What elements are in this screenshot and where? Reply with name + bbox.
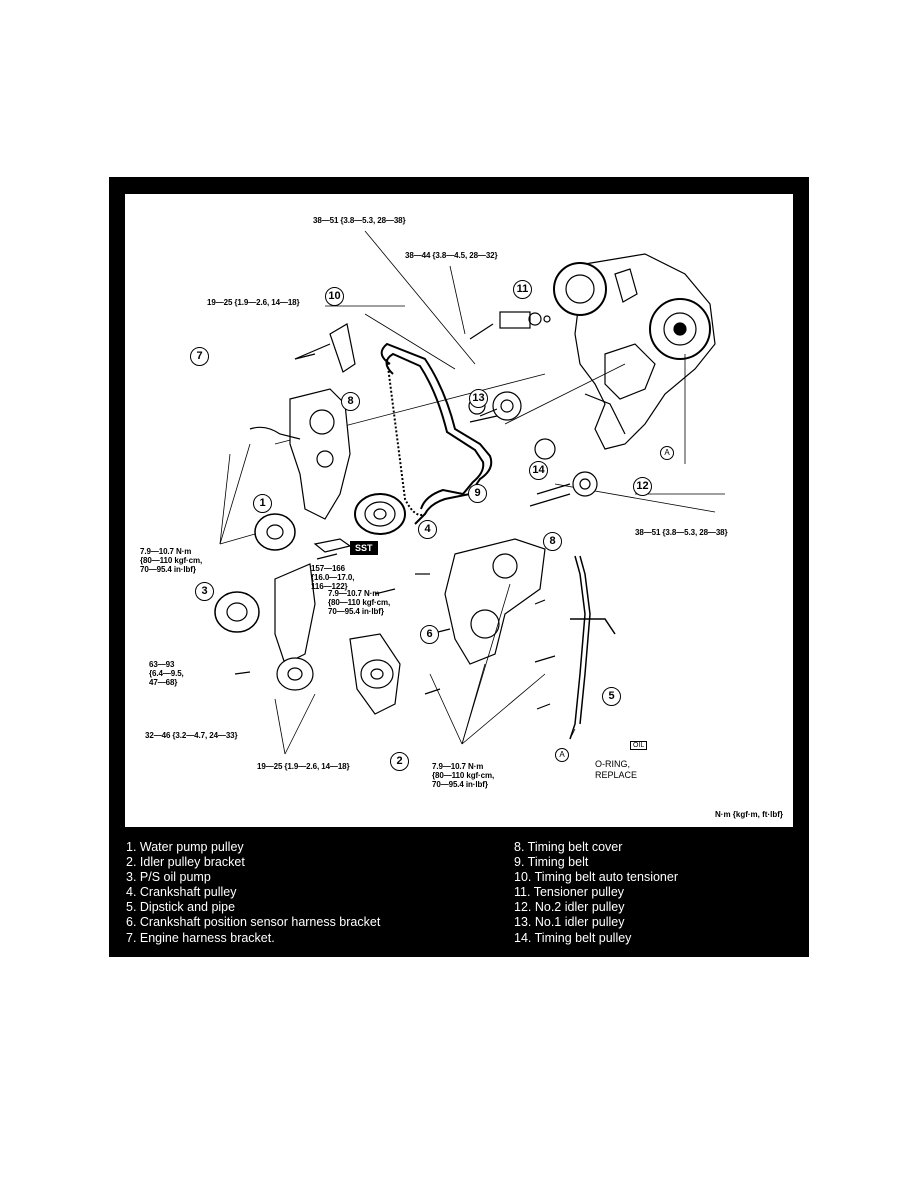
water-pump-pulley <box>254 513 296 551</box>
legend-item: 9. Timing belt <box>514 855 589 870</box>
torque-label-idler-pulley: 38—51 {3.8—5.3, 28—38} <box>635 528 728 537</box>
callout-1: 1 <box>253 494 272 513</box>
callout-9-label: 9 <box>468 484 487 503</box>
callout-a-lower: A <box>555 748 569 762</box>
bolts <box>234 353 571 710</box>
callout-10: 10 <box>325 287 344 306</box>
callout-12: 12 <box>633 477 652 496</box>
legend-item: 5. Dipstick and pipe <box>126 900 236 915</box>
legend-item: 8. Timing belt cover <box>514 840 623 854</box>
callout-a-upper: A <box>660 446 674 460</box>
legend-item: 3. P/S oil pump <box>126 870 211 885</box>
legend-item: 7. Engine harness bracket. <box>126 930 275 945</box>
legend-item: 11. Tensioner pulley <box>514 885 625 900</box>
callout-6: 6 <box>420 625 439 644</box>
lower-timing-cover <box>444 538 546 665</box>
diagram-artwork <box>214 230 725 755</box>
torque-label-tensioner-pulley: 38—44 {3.8—4.5, 28—32} <box>405 251 498 260</box>
idler-pulley-bracket <box>349 633 401 715</box>
legend-left-column: 1. Water pump pulley 2. Idler pulley bra… <box>126 840 380 946</box>
crankshaft-pulley <box>313 493 406 553</box>
torque-label-auto-tensioner: 19—25 {1.9—2.6, 14—18} <box>207 298 300 307</box>
timing-belt <box>380 342 493 525</box>
torque-label-idler-bracket: 19—25 {1.9—2.6, 14—18} <box>257 762 350 771</box>
legend-item: 2. Idler pulley bracket <box>126 855 245 870</box>
torque-label-upper-cover: 7.9—10.7 N·m {80—110 kgf·cm, 70—95.4 in·… <box>140 547 203 574</box>
torque-label-ps-bracket: 32—46 {3.2—4.7, 24—33} <box>145 731 238 740</box>
bottom-leaders <box>219 443 576 755</box>
torque-label-lower-cover: 7.9—10.7 N·m {80—110 kgf·cm, 70—95.4 in·… <box>328 589 391 616</box>
callout-13: 13 <box>469 389 488 408</box>
upper-timing-cover <box>249 388 351 520</box>
callout-5: 5 <box>602 687 621 706</box>
legend-item: 10. Timing belt auto tensioner <box>514 870 678 885</box>
engine-block <box>553 253 716 450</box>
exploded-diagram-panel: 38—51 {3.8—5.3, 28—38} 38—44 {3.8—4.5, 2… <box>125 194 793 827</box>
legend-item: 12. No.2 idler pulley <box>514 900 625 915</box>
tensioner-parts <box>468 311 598 497</box>
torque-label-crankshaft-bolt: 157—166 {16.0—17.0, 116—122} <box>311 564 355 591</box>
callout-8-upper: 8 <box>341 392 360 411</box>
legend-item: 14. Timing belt pulley <box>514 930 632 945</box>
callout-2: 2 <box>390 752 409 771</box>
oil-can-icon: OIL <box>630 741 648 750</box>
callout-8-lower: 8 <box>543 532 562 551</box>
legend-item: 1. Water pump pulley <box>126 840 244 854</box>
legend-item: 13. No.1 idler pulley <box>514 915 625 930</box>
torque-label-top: 38—51 {3.8—5.3, 28—38} <box>313 216 406 225</box>
torque-label-ps-pump: 63—93 {6.4—9.5, 47—68} <box>149 660 184 687</box>
sst-tag: SST <box>350 541 378 555</box>
callout-7: 7 <box>190 347 209 366</box>
callout-4: 4 <box>418 520 437 539</box>
legend-item: 6. Crankshaft position sensor harness br… <box>126 915 381 930</box>
units-note: N·m {kgf·m, ft·lbf} <box>715 810 783 819</box>
callout-14: 14 <box>529 461 548 480</box>
legend-item: 4. Crankshaft pulley <box>126 885 237 900</box>
callout-3: 3 <box>195 582 214 601</box>
oring-note: O-RING, REPLACE <box>595 759 638 780</box>
auto-tensioner <box>294 323 356 373</box>
figure-frame: 38—51 {3.8—5.3, 28—38} 38—44 {3.8—4.5, 2… <box>109 177 809 957</box>
callout-11: 11 <box>513 280 532 299</box>
torque-label-dipstick: 7.9—10.7 N·m {80—110 kgf·cm, 70—95.4 in·… <box>432 762 495 789</box>
ps-oil-pump <box>214 563 316 691</box>
dipstick-pipe <box>569 555 616 740</box>
legend-right-column: 8. Timing belt cover 9. Timing belt 10. … <box>514 840 678 946</box>
